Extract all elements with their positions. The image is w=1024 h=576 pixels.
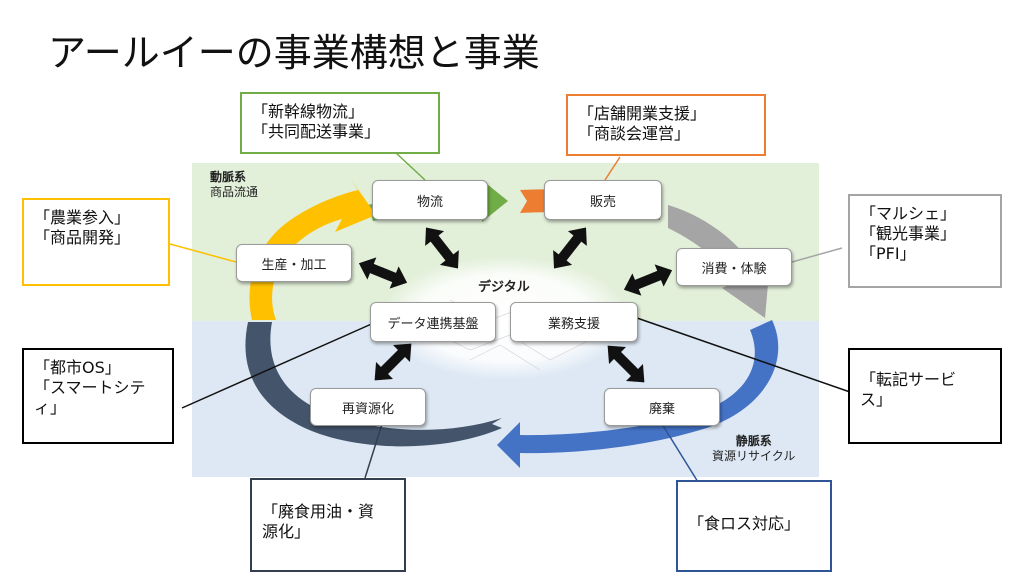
callout-business-support-line-2: ス」 xyxy=(860,390,893,409)
callout-sales-line-2: 「商談会運営」 xyxy=(578,124,691,143)
callout-consumption-line-1: 「マルシェ」 xyxy=(860,204,957,223)
callout-logistics-line-2: 「共同配送事業」 xyxy=(252,122,381,141)
venous-zone-title: 静脈系 xyxy=(735,434,772,448)
venous-zone-subtitle: 資源リサイクル xyxy=(712,449,796,463)
arrow-production xyxy=(249,178,376,320)
callout-disposal-line-1: 「食ロス対応」 xyxy=(688,514,801,533)
callout-production-line-2: 「商品開発」 xyxy=(34,228,131,247)
arterial-zone-title: 動脈系 xyxy=(210,170,247,184)
callout-production-line-1: 「農業参入」 xyxy=(34,208,131,227)
node-data-platform: データ連携基盤 xyxy=(370,302,496,342)
callout-recycling-line-1: 「廃食用油・資 xyxy=(262,502,375,521)
venous-zone-label: 静脈系 資源リサイクル xyxy=(712,434,795,464)
digital-glow xyxy=(380,256,630,380)
node-production: 生産・加工 xyxy=(236,244,352,282)
callout-production: 「農業参入」 「商品開発」 xyxy=(22,198,170,286)
callout-recycling: 「廃食用油・資 源化」 xyxy=(250,478,406,572)
node-recycling: 再資源化 xyxy=(310,388,426,426)
digital-label: デジタル xyxy=(478,280,530,295)
arrow-recycling xyxy=(245,322,502,447)
callout-disposal: 「食ロス対応」 xyxy=(676,480,832,572)
callout-business-support: 「転記サービ ス」 xyxy=(848,348,1002,444)
node-sales: 販売 xyxy=(544,180,662,220)
callout-data-platform: 「都市OS」 「スマートシテ ィ」 xyxy=(22,348,174,444)
callout-logistics-line-1: 「新幹線物流」 xyxy=(252,102,365,121)
leader-lines xyxy=(169,151,851,483)
arterial-zone-label: 動脈系 商品流通 xyxy=(210,170,258,200)
callout-data-platform-line-2: 「スマートシテ xyxy=(34,378,146,397)
arrow-to-disposal xyxy=(497,320,779,468)
connector-arrows xyxy=(358,227,673,383)
callout-recycling-line-2: 源化」 xyxy=(262,522,311,541)
node-business-support: 業務支援 xyxy=(510,302,638,342)
callout-consumption: 「マルシェ」 「観光事業」 「PFI」 xyxy=(848,194,1002,288)
callout-consumption-line-2: 「観光事業」 xyxy=(860,224,957,243)
callout-consumption-line-3: 「PFI」 xyxy=(860,244,916,263)
node-logistics: 物流 xyxy=(372,180,488,220)
callout-logistics: 「新幹線物流」 「共同配送事業」 xyxy=(240,92,440,154)
node-disposal: 廃棄 xyxy=(604,388,720,426)
callout-sales-line-1: 「店舗開業支援」 xyxy=(578,104,707,123)
callout-sales: 「店舗開業支援」 「商談会運営」 xyxy=(566,94,766,156)
callout-data-platform-line-1: 「都市OS」 xyxy=(34,358,121,377)
page-title: アールイーの事業構想と事業 xyxy=(48,31,540,75)
callout-business-support-line-1: 「転記サービ xyxy=(860,370,957,389)
callout-data-platform-line-3: ィ」 xyxy=(34,398,67,417)
node-consumption: 消費・体験 xyxy=(676,248,792,286)
arterial-zone-subtitle: 商品流通 xyxy=(210,185,259,199)
